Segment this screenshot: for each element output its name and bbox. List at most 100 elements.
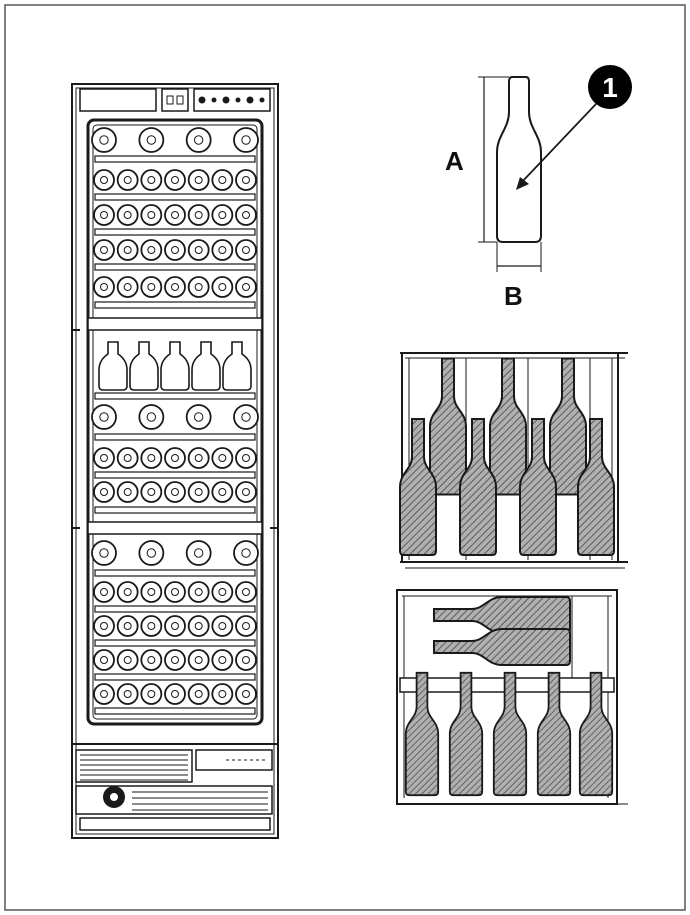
bottle-punt — [147, 488, 156, 496]
shelf-rail — [94, 193, 256, 201]
bottle-end — [235, 276, 257, 298]
bottle-punt — [123, 176, 132, 184]
bottle-hatched — [548, 357, 588, 496]
bottle-punt — [218, 454, 227, 462]
bottle-end — [140, 447, 163, 469]
shelf-rail — [94, 301, 256, 309]
bottle-end — [211, 581, 234, 603]
shelf-rail — [94, 569, 256, 577]
bottle-end — [116, 447, 139, 469]
bottle-end — [91, 127, 117, 153]
outer-frame — [4, 4, 686, 911]
bottle-punt — [218, 690, 227, 698]
bottle-punt — [100, 622, 108, 630]
bottle-punt — [171, 454, 179, 462]
shelf-detail-upright — [398, 352, 628, 569]
bottle-end — [211, 447, 234, 469]
bottle-end — [235, 169, 257, 191]
bottle-end — [211, 276, 234, 298]
panel-button-icon — [222, 96, 230, 104]
bottle-end — [164, 276, 186, 298]
bottle-end — [187, 239, 210, 261]
bottle-end — [187, 276, 210, 298]
bottle-punt — [242, 211, 250, 219]
bottle-end — [140, 615, 163, 637]
bottle-end — [140, 239, 163, 261]
cabinet-illustration — [71, 83, 279, 839]
bottle-punt — [218, 656, 227, 664]
panel-button-icon — [211, 97, 217, 103]
bottle-punt — [194, 211, 203, 219]
lock-panel — [161, 88, 189, 112]
bottle-punt — [146, 135, 157, 145]
lock-icon — [166, 95, 174, 105]
bottle-end — [187, 204, 210, 226]
dim-b-label: B — [504, 281, 523, 311]
bottle-hatched — [428, 357, 468, 496]
bottle-punt — [242, 246, 250, 254]
bottle-end — [185, 540, 212, 566]
bottle-end — [93, 683, 115, 705]
bottle-punt — [194, 246, 203, 254]
panel-button-icon — [259, 97, 265, 103]
bottle-end — [164, 581, 186, 603]
bottle-punt — [123, 283, 132, 291]
bottle-punt — [147, 211, 156, 219]
bottle-punt — [242, 622, 250, 630]
bottle-end — [233, 540, 259, 566]
bottle-punt — [99, 135, 109, 145]
bottle-punt — [100, 283, 108, 291]
bottle-end — [93, 239, 115, 261]
bottle-end — [140, 276, 163, 298]
bottle-end — [235, 481, 257, 503]
bottle-punt — [123, 622, 132, 630]
bottle-punt — [194, 488, 203, 496]
control-panel — [193, 88, 271, 112]
leveling-foot-center — [110, 793, 118, 801]
bottle-end — [91, 404, 117, 430]
bottle-punt — [242, 690, 250, 698]
bottle-end — [164, 615, 186, 637]
bottle-end — [187, 581, 210, 603]
bottle-end — [211, 169, 234, 191]
bottle-punt — [218, 622, 227, 630]
bottle-punt — [194, 283, 203, 291]
bottle-end — [91, 540, 117, 566]
bottle-punt — [146, 548, 157, 558]
bottle-punt — [99, 548, 109, 558]
bottle-end — [211, 204, 234, 226]
bottle-punt — [241, 135, 251, 145]
callout-number: 1 — [602, 72, 618, 103]
bottle-punt — [218, 588, 227, 596]
bottle-end — [93, 169, 115, 191]
bottle-punt — [194, 588, 203, 596]
bottle-end — [235, 239, 257, 261]
panel-button-icon — [246, 96, 254, 104]
bottle-punt — [123, 454, 132, 462]
bottle-punt — [123, 690, 132, 698]
bottle-end — [93, 649, 115, 671]
bottle-punt — [194, 622, 203, 630]
bottle-end — [233, 404, 259, 430]
glass-door — [86, 118, 264, 726]
bottle-end — [187, 169, 210, 191]
bottle-punt — [193, 412, 204, 422]
bottle-hatched — [488, 357, 528, 496]
bottle-punt — [100, 211, 108, 219]
bottle-end — [187, 447, 210, 469]
bottle-punt — [171, 690, 179, 698]
arrow-icon — [519, 103, 597, 185]
bottle-end — [211, 481, 234, 503]
dim-a-label: A — [445, 146, 464, 176]
bottle-hatched — [432, 627, 572, 667]
bottle-punt — [193, 135, 204, 145]
shelf-rail — [94, 228, 256, 236]
bottle-upright — [160, 341, 190, 391]
bottle-end — [164, 239, 186, 261]
bottle-punt — [218, 246, 227, 254]
bottle-end — [235, 447, 257, 469]
bottle-punt — [171, 588, 179, 596]
bottle-end — [140, 481, 163, 503]
bottle-end — [116, 481, 139, 503]
bottle-punt — [242, 488, 250, 496]
